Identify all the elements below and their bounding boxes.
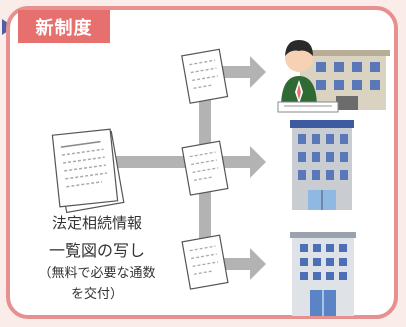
document-icon <box>181 48 229 104</box>
caption-note-line-2: を交付） <box>70 287 123 302</box>
new-system-badge: 新制度 <box>18 10 110 43</box>
office-building-icon <box>290 120 354 210</box>
government-building-icon <box>290 232 356 316</box>
arrow-right-icon <box>222 248 266 280</box>
bank-clerk-building-icon <box>277 40 390 113</box>
caption-line-2: 一覧図の写し <box>48 241 145 260</box>
document-stack-icon <box>51 128 125 214</box>
document-icon <box>181 140 229 196</box>
arrow-right-icon <box>222 56 266 88</box>
caption-note-line-1: （無料で必要な通数 <box>38 266 156 281</box>
arrow-right-icon <box>222 146 266 178</box>
document-icon <box>181 234 229 290</box>
caption-line-1: 法定相続情報 <box>51 214 142 232</box>
